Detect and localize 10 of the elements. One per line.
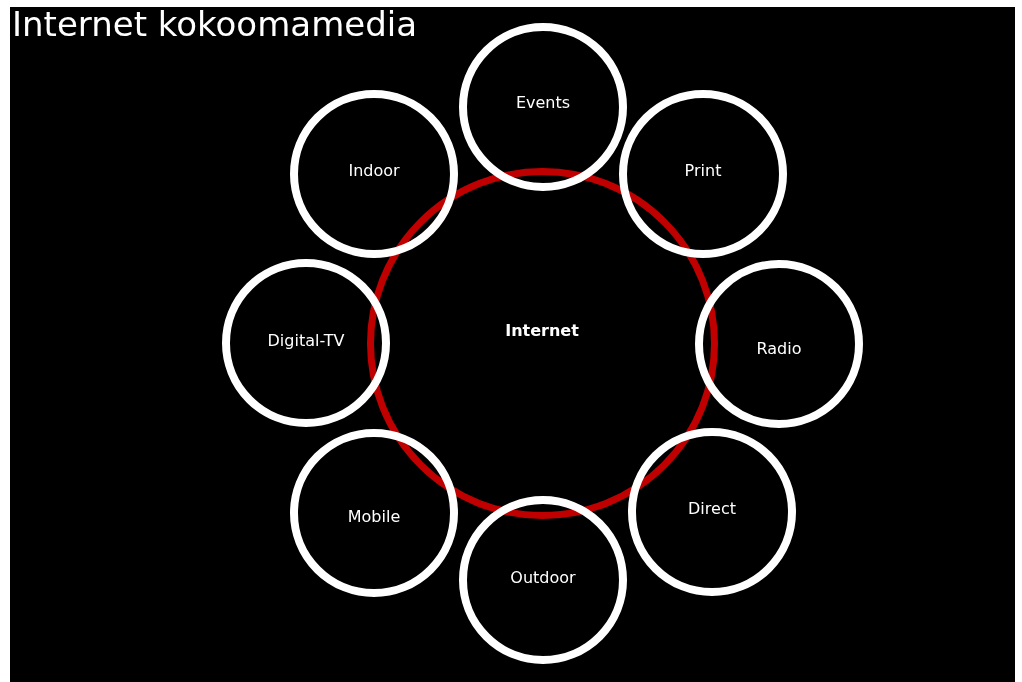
node-label: Outdoor [509, 568, 577, 588]
node-label: Mobile [346, 507, 402, 527]
title: Internet kokoomamedia [12, 4, 418, 44]
node-label: Indoor [347, 161, 401, 181]
node-label: Internet [504, 321, 580, 341]
node-label: Digital-TV [266, 331, 346, 351]
node-label: Print [683, 161, 723, 181]
node-label: Radio [755, 339, 803, 359]
node-label: Events [514, 93, 572, 113]
node-label: Direct [687, 499, 737, 519]
